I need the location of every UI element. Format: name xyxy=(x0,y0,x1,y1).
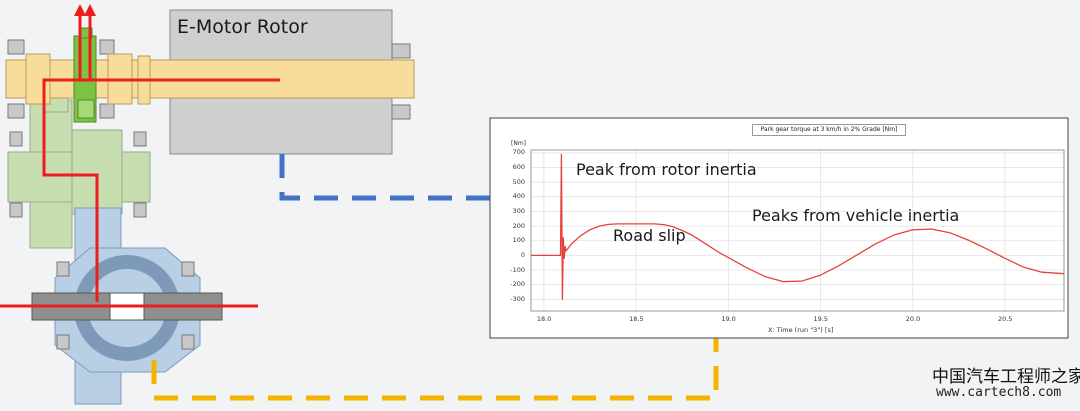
watermark-url: www.cartech8.com xyxy=(936,385,1062,400)
x-tick-label: 20.5 xyxy=(997,315,1013,323)
torque-path xyxy=(0,12,280,308)
watermark-logo-text: 中国汽车工程师之家 xyxy=(932,367,1080,387)
y-tick-label: 600 xyxy=(512,163,525,172)
y-axis-label: [Nm] xyxy=(511,140,527,147)
x-tick-label: 19.0 xyxy=(721,315,736,323)
vehicle-peaks-annotation: Peaks from vehicle inertia xyxy=(752,206,960,225)
park-gear xyxy=(73,27,97,123)
y-tick-label: 400 xyxy=(512,192,525,201)
y-tick-label: -300 xyxy=(510,294,525,303)
rotor-peak-annotation: Peak from rotor inertia xyxy=(576,160,757,179)
plot-area xyxy=(530,149,1065,312)
y-tick-label: 300 xyxy=(512,206,525,215)
chart-series xyxy=(531,153,1065,300)
series-line xyxy=(531,153,1065,300)
road-slip-annotation: Road slip xyxy=(613,226,686,245)
x-tick-label: 18.0 xyxy=(536,315,552,323)
y-tick-label: 200 xyxy=(512,221,525,230)
rotor-label: E-Motor Rotor xyxy=(177,16,308,38)
y-tick-label: -200 xyxy=(510,280,525,289)
chart-panel xyxy=(489,117,1069,339)
chart-title: Park gear torque at 3 km/h in 2% Grade [… xyxy=(752,124,906,136)
arrow-up-icon xyxy=(74,4,86,16)
y-tick-label: 700 xyxy=(512,148,525,157)
chart-grid xyxy=(531,150,1064,311)
y-tick-label: 0 xyxy=(520,250,525,259)
y-tick-label: 100 xyxy=(512,236,525,245)
y-tick-label: 500 xyxy=(512,177,525,186)
y-tick-label: -100 xyxy=(510,265,525,274)
x-tick-label: 20.0 xyxy=(905,315,921,323)
arrow-up-icon xyxy=(84,4,96,16)
x-axis-label: X: Time (run "3") [s] xyxy=(768,326,834,334)
x-tick-label: 19.5 xyxy=(813,315,829,323)
x-tick-label: 18.5 xyxy=(629,315,644,323)
